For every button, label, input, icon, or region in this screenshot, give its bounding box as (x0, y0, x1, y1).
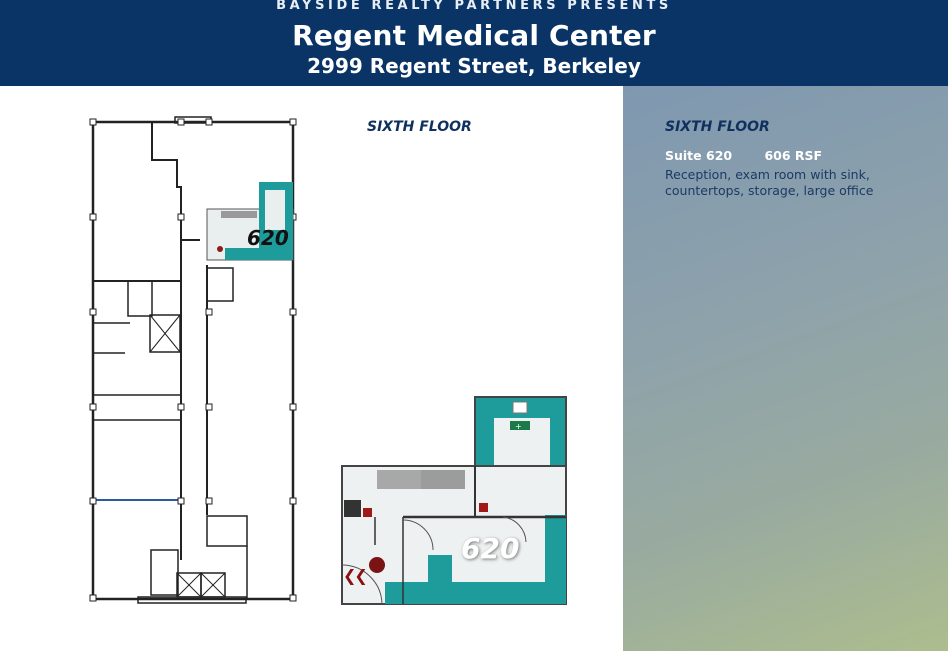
svg-text:+: + (515, 422, 522, 431)
building-outline (91, 120, 295, 601)
suite-620-detail-label: 620 (461, 532, 520, 565)
sidebar-floor-label: SIXTH FLOOR (665, 119, 770, 135)
suite-620-detail[interactable]: + (341, 396, 567, 605)
building-address: 2999 Regent Street, Berkeley (307, 54, 641, 78)
suite-620-overview[interactable] (206, 182, 294, 261)
suite-description: Reception, exam room with sink, countert… (665, 167, 874, 198)
suite-area: 606 RSF (764, 148, 823, 163)
header-banner: BAYSIDE REALTY PARTNERS PRESENTS Regent … (0, 0, 948, 86)
suite-620-overview-label: 620 (247, 226, 289, 250)
entrance-chevrons-icon: ❮❮ (343, 566, 368, 585)
building-title: Regent Medical Center (292, 19, 656, 52)
sink-icon (512, 401, 528, 414)
presenter-text: BAYSIDE REALTY PARTNERS PRESENTS (276, 0, 672, 13)
exit-sign-icon (369, 557, 385, 573)
first-aid-icon (510, 421, 530, 430)
plan-floor-label: SIXTH FLOOR (367, 119, 472, 135)
suite-info-panel: SIXTH FLOOR Suite 620 606 RSF Reception,… (623, 86, 948, 651)
fire-extinguisher-icon-2 (479, 503, 488, 512)
suite-row: Suite 620 606 RSF (665, 148, 822, 163)
fire-extinguisher-icon (363, 508, 372, 517)
suite-name: Suite 620 (665, 148, 733, 163)
